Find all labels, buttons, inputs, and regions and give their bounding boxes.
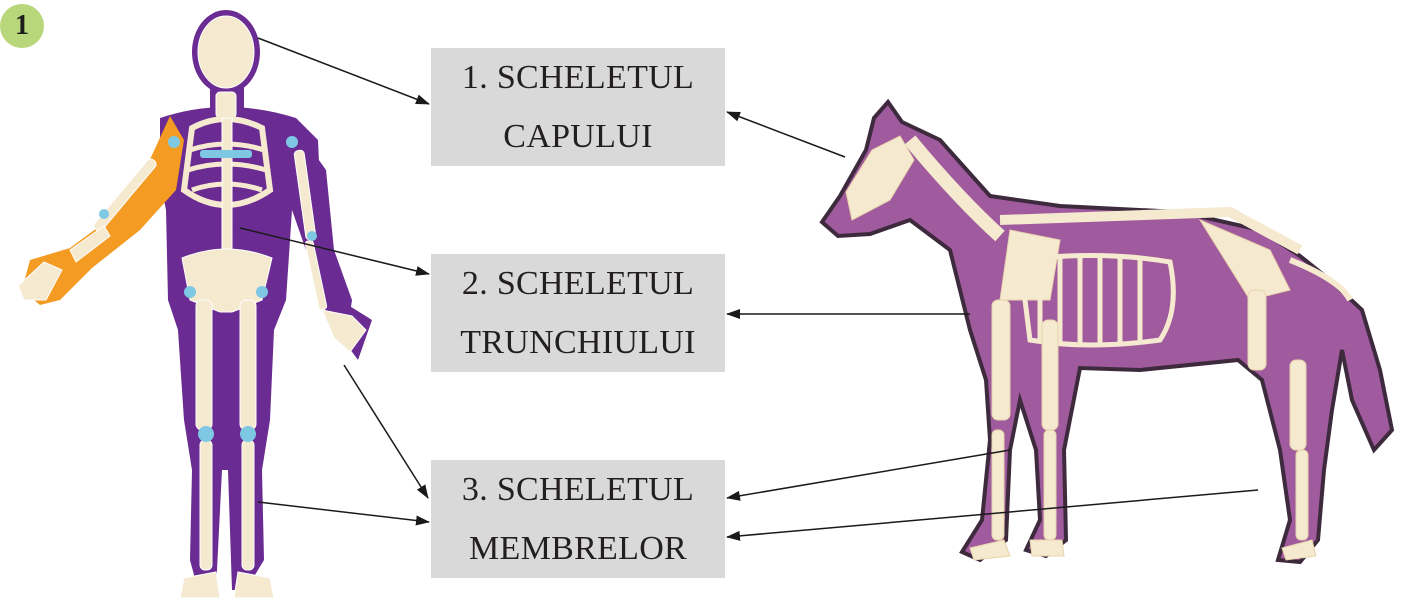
arrow-horse-skull [727,112,845,157]
arrow-human-skull [258,38,429,104]
arrow-human-leg [258,502,429,522]
arrow-horse-hindleg [727,490,1258,537]
arrow-human-arm [344,365,428,498]
arrow-horse-foreleg [727,450,1010,498]
arrow-human-trunk [240,228,429,274]
